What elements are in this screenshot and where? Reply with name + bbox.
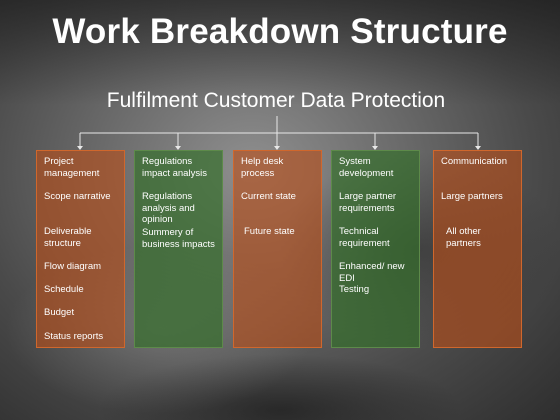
wbs-item: Regulations impact analysis — [142, 156, 207, 179]
wbs-item: System development — [339, 156, 394, 179]
wbs-item: Summery of business impacts — [142, 227, 215, 250]
wbs-item: Testing — [339, 284, 370, 295]
wbs-item: Scope narrative — [44, 191, 111, 202]
wbs-column-system-development: System development Large partner require… — [331, 150, 420, 348]
wbs-item: Regulations analysis and opinion — [142, 191, 195, 225]
arrowhead-3 — [274, 146, 280, 150]
wbs-item: Deliverable structure — [44, 226, 92, 249]
wbs-column-project-management: Project management Scope narrative Deliv… — [36, 150, 125, 348]
arrowhead-4 — [372, 146, 378, 150]
arrowhead-1 — [77, 146, 83, 150]
wbs-item: Technical requirement — [339, 226, 390, 249]
arrowhead-5 — [475, 146, 481, 150]
wbs-column-communication: Communication Large partners All other p… — [433, 150, 522, 348]
arrowhead-2 — [175, 146, 181, 150]
wbs-item: Status reports — [44, 331, 104, 342]
root-node: Fulfilment Customer Data Protection — [106, 89, 446, 112]
wbs-item: Enhanced/ new EDI — [339, 261, 405, 284]
wbs-item: Current state — [241, 191, 296, 202]
wbs-item: Budget — [44, 307, 75, 318]
wbs-column-help-desk: Help desk process Current state Future s… — [233, 150, 322, 348]
wbs-item: All other partners — [446, 226, 481, 249]
wbs-item: Future state — [244, 226, 295, 237]
wbs-item: Communication — [441, 156, 507, 167]
wbs-item: Large partners — [441, 191, 503, 202]
wbs-item: Help desk process — [241, 156, 284, 179]
wbs-column-regulations: Regulations impact analysis Regulations … — [134, 150, 223, 348]
wbs-item: Project management — [44, 156, 100, 179]
wbs-item: Flow diagram — [44, 261, 102, 272]
wbs-item: Large partner requirements — [339, 191, 397, 214]
page-title: Work Breakdown Structure — [52, 12, 508, 51]
wbs-item: Schedule — [44, 284, 84, 295]
